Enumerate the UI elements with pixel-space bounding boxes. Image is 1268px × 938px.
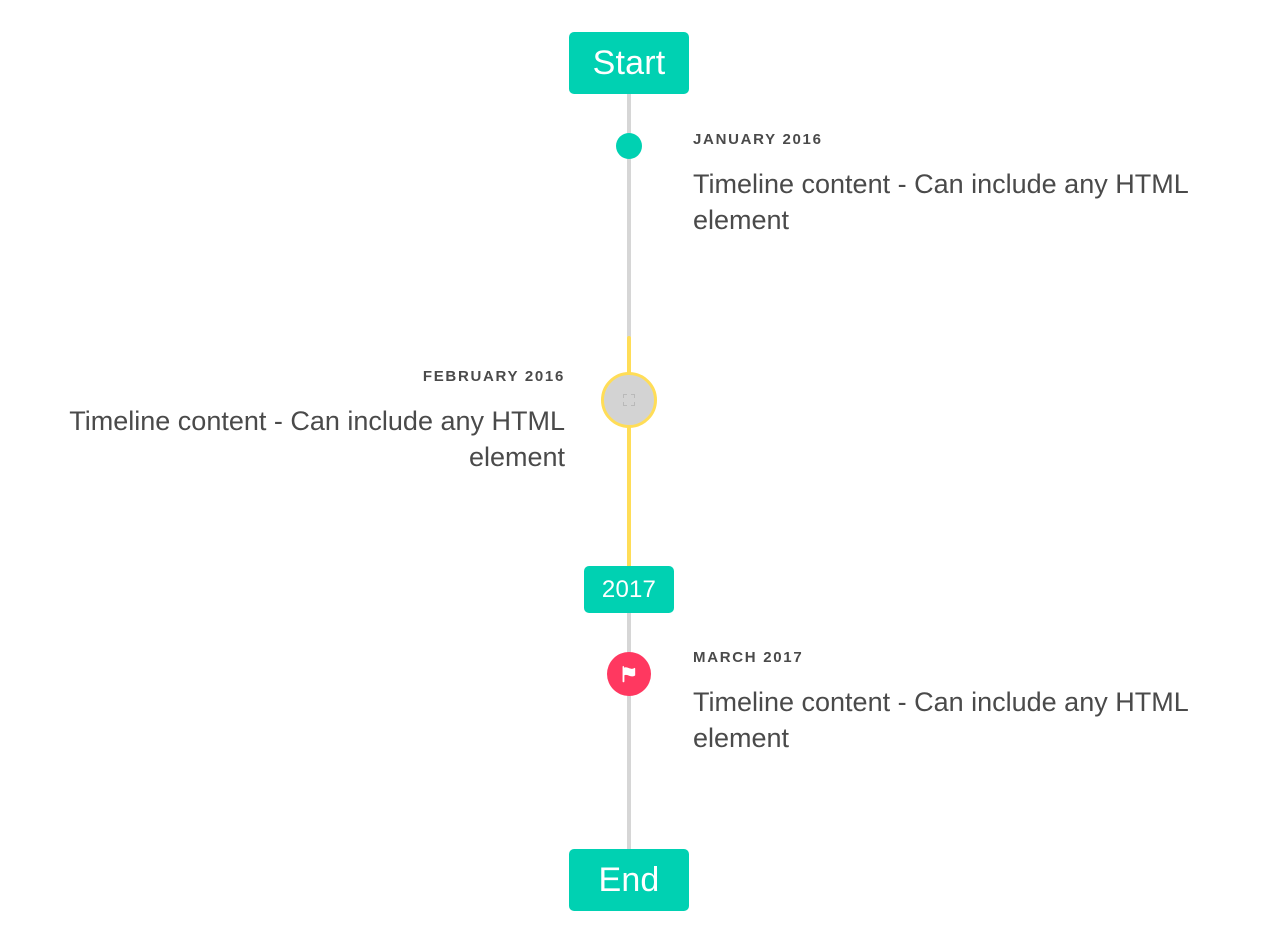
timeline-item-heading: FEBRUARY 2016 — [422, 368, 565, 385]
timeline-item-content: Timeline content - Can include any HTML … — [69, 406, 565, 472]
timeline-item-heading: MARCH 2017 — [693, 649, 804, 666]
timeline-header-end: End — [569, 849, 689, 911]
timeline-marker-image — [601, 372, 657, 428]
timeline-item-content: Timeline content - Can include any HTML … — [693, 169, 1188, 235]
timeline-rail-segment-bottom — [627, 606, 631, 860]
timeline-item-january-2016: JANUARY 2016 Timeline content - Can incl… — [693, 131, 1218, 238]
timeline-header-start-label: Start — [592, 43, 666, 82]
timeline-header-end-label: End — [598, 860, 660, 899]
timeline-item-march-2017: MARCH 2017 Timeline content - Can includ… — [693, 649, 1218, 756]
timeline-rail-segment-top — [627, 88, 631, 338]
timeline-marker-dot — [616, 133, 642, 159]
timeline-header-2017-label: 2017 — [601, 575, 657, 603]
timeline-item-heading: JANUARY 2016 — [693, 131, 823, 148]
timeline-header-2017: 2017 — [584, 566, 674, 613]
timeline-item-february-2016: FEBRUARY 2016 Timeline content - Can inc… — [40, 368, 565, 475]
timeline-item-content: Timeline content - Can include any HTML … — [693, 687, 1188, 753]
flag-icon — [618, 663, 640, 685]
broken-image-icon — [621, 392, 637, 408]
timeline-header-start: Start — [569, 32, 689, 94]
timeline-rail-segment-highlight — [627, 336, 631, 570]
timeline-marker-flag — [607, 652, 651, 696]
